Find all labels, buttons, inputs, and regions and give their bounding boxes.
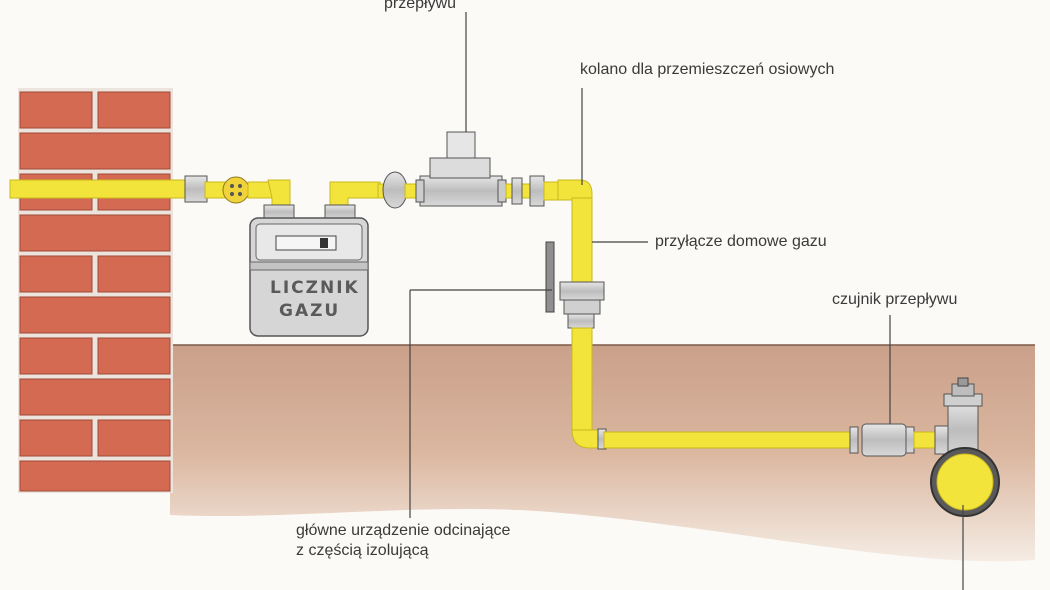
label-house-connection: przyłącze domowe gazu (655, 233, 827, 250)
wall-pipe (9, 179, 191, 199)
ball-valve (222, 176, 250, 204)
label-flow-regulator: przepływu (384, 0, 457, 12)
main-shutoff-valve (545, 241, 605, 329)
label-axial-elbow: kolano dla przemieszczeń osiowych (580, 61, 835, 78)
flow-sensor (849, 423, 915, 457)
flow-regulator (415, 131, 507, 207)
meter-label-line2: GAZU (279, 301, 340, 321)
label-shutoff-line2: z częścią izolującą (296, 542, 429, 559)
meter-label-line1: LICZNIK (270, 278, 360, 298)
brick-wall (18, 88, 173, 493)
underground-pipe (603, 431, 855, 449)
wall-coupling (184, 175, 208, 203)
riser-pipe (571, 197, 593, 291)
insulating-flange (382, 171, 408, 209)
gas-meter: LICZNIK GAZU (249, 217, 369, 337)
label-shutoff-line1: główne urządzenie odcinające (296, 522, 511, 539)
label-flow-sensor: czujnik przepływu (832, 291, 958, 308)
soil-area (170, 345, 1035, 562)
